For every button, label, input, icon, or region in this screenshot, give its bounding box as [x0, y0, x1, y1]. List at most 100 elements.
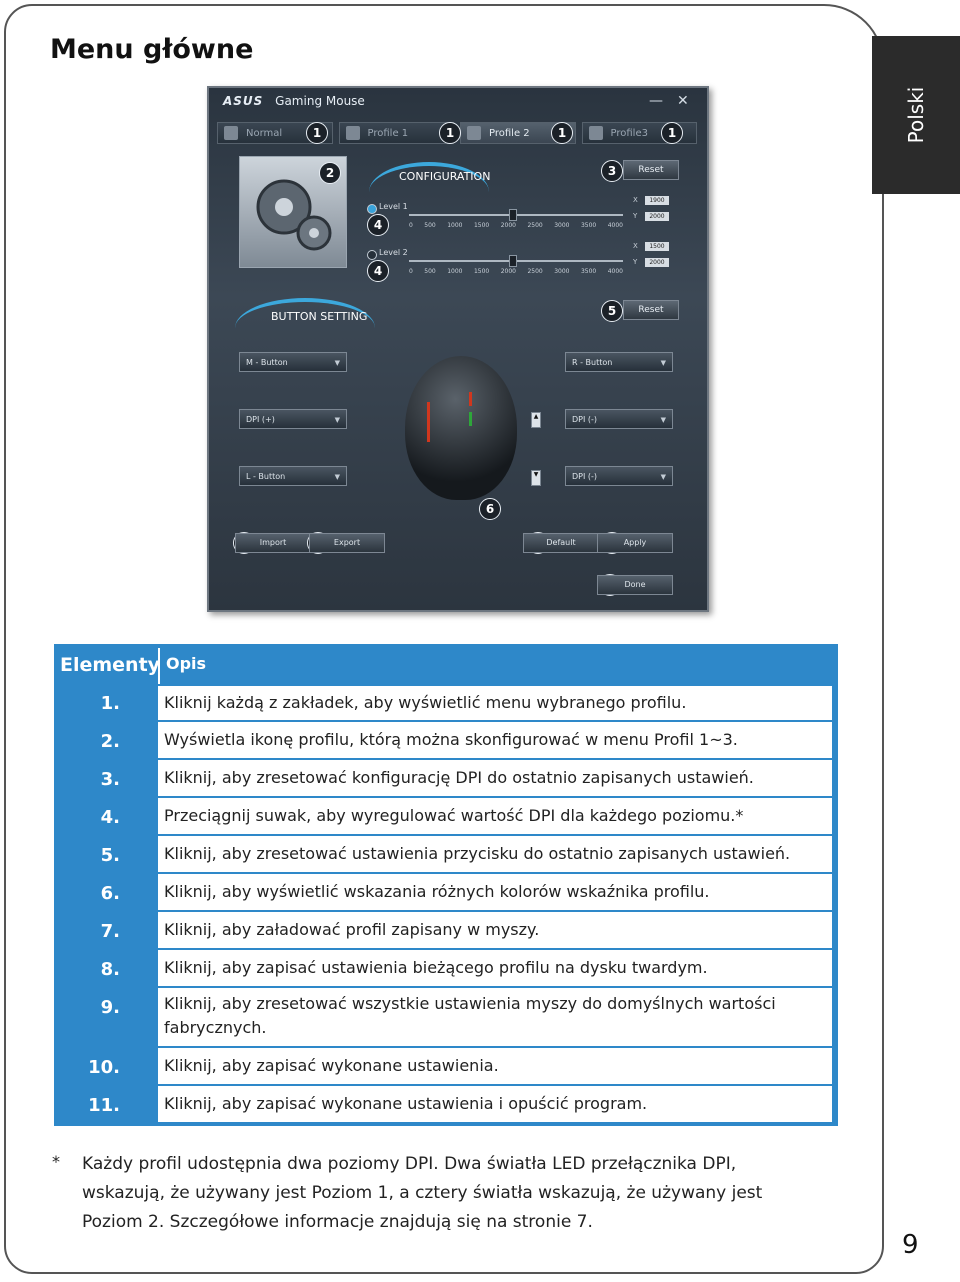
row-description: Kliknij, aby zapisać wykonane ustawienia… — [158, 1048, 832, 1084]
tab-label: Profile3 — [610, 127, 648, 139]
dropdown-value: DPI (+) — [246, 415, 275, 424]
tab-normal[interactable]: Normal — [217, 122, 333, 144]
level-2-slider-thumb[interactable] — [509, 255, 517, 267]
column-header-description: Opis — [166, 654, 207, 673]
level-1-slider-thumb[interactable] — [509, 209, 517, 221]
chevron-down-icon: ▼ — [334, 359, 340, 367]
level-2-x-value[interactable]: 1500 — [645, 242, 669, 251]
marker-2: 2 — [319, 162, 341, 184]
tab-label: Normal — [246, 127, 283, 139]
level-2-y-value[interactable]: 2000 — [645, 258, 669, 267]
marker-4: 4 — [367, 260, 389, 282]
export-button[interactable]: Export — [309, 533, 385, 553]
row-description: Kliknij, aby zresetować konfigurację DPI… — [158, 760, 832, 796]
brand-logo: ASUS — [223, 94, 264, 108]
x-label: X — [633, 242, 638, 250]
profile-icon — [588, 126, 603, 140]
configuration-label: CONFIGURATION — [399, 170, 491, 183]
footnote-marker: * — [52, 1152, 60, 1171]
row-number: 9. — [54, 988, 156, 1046]
row-number: 8. — [54, 950, 156, 986]
table-row: 3. Kliknij, aby zresetować konfigurację … — [54, 760, 838, 796]
dropdown-value: M - Button — [246, 358, 288, 367]
row-description: Kliknij, aby zapisać ustawienia bieżąceg… — [158, 950, 832, 986]
row-description: Kliknij, aby zresetować wszystkie ustawi… — [158, 988, 832, 1046]
dropdown-value: R - Button — [572, 358, 613, 367]
level-1-radio[interactable] — [367, 204, 377, 214]
row-number: 3. — [54, 760, 156, 796]
row-description: Kliknij, aby zresetować ustawienia przyc… — [158, 836, 832, 872]
dropdown-value: DPI (-) — [572, 415, 598, 424]
default-button[interactable]: Default — [523, 533, 599, 553]
config-reset-button[interactable]: Reset — [623, 160, 679, 180]
level-1-x-value[interactable]: 1900 — [645, 196, 669, 205]
dpi-minus-dropdown[interactable]: DPI (-)▼ — [565, 409, 673, 429]
page-title: Menu główne — [50, 34, 254, 65]
app-titlebar: ASUS Gaming Mouse — [223, 94, 365, 108]
chevron-down-icon: ▼ — [660, 473, 666, 481]
level-2-radio[interactable] — [367, 250, 377, 260]
marker-1: 1 — [551, 122, 573, 144]
level-2-label: Level 2 — [379, 248, 408, 257]
marker-6: 6 — [479, 498, 501, 520]
apply-button[interactable]: Apply — [597, 533, 673, 553]
close-button[interactable]: ✕ — [677, 93, 689, 109]
language-tab: Polski — [872, 36, 960, 194]
led-stripe — [427, 402, 430, 442]
row-number: 2. — [54, 722, 156, 758]
swoosh-decoration — [235, 298, 375, 328]
chevron-down-icon: ▼ — [660, 359, 666, 367]
import-button[interactable]: Import — [235, 533, 311, 553]
table-row: 1. Kliknij każdą z zakładek, aby wyświet… — [54, 686, 838, 720]
chevron-down-icon: ▼ — [334, 473, 340, 481]
row-number: 10. — [54, 1048, 156, 1084]
level-1-label: Level 1 — [379, 202, 408, 211]
done-button[interactable]: Done — [597, 575, 673, 595]
dpi-plus-dropdown[interactable]: DPI (+) ▼ — [239, 409, 347, 429]
row-description: Kliknij, aby wyświetlić wskazania różnyc… — [158, 874, 832, 910]
level-1-y-value[interactable]: 2000 — [645, 212, 669, 221]
minimize-button[interactable]: — — [649, 93, 663, 109]
row-number: 5. — [54, 836, 156, 872]
dropdown-value: L - Button — [246, 472, 286, 481]
profile-icon — [467, 126, 481, 140]
row-number: 4. — [54, 798, 156, 834]
marker-4: 4 — [367, 214, 389, 236]
row-description: Kliknij każdą z zakładek, aby wyświetlić… — [158, 686, 832, 720]
row-number: 11. — [54, 1086, 156, 1122]
table-row: 7. Kliknij, aby załadować profil zapisan… — [54, 912, 838, 948]
tab-profile-1[interactable]: Profile 1 — [338, 122, 454, 144]
r-button-dropdown[interactable]: R - Button ▼ — [565, 352, 673, 372]
app-window: ASUS Gaming Mouse — ✕ Normal Profile 1 P… — [207, 86, 709, 612]
profile-icon — [224, 126, 238, 140]
row-number: 7. — [54, 912, 156, 948]
marker-1: 1 — [439, 122, 461, 144]
x-label: X — [633, 196, 638, 204]
y-label: Y — [633, 258, 638, 266]
dpi-minus-dropdown-2[interactable]: DPI (-)▼ — [565, 466, 673, 486]
language-label: Polski — [904, 86, 928, 144]
table-row: 8. Kliknij, aby zapisać ustawienia bieżą… — [54, 950, 838, 986]
l-button-dropdown[interactable]: L - Button ▼ — [239, 466, 347, 486]
mouse-image — [405, 356, 517, 500]
column-header-elements: Elementy — [60, 654, 161, 676]
table-row: 9. Kliknij, aby zresetować wszystkie ust… — [54, 988, 838, 1046]
marker-1: 1 — [306, 122, 328, 144]
dpi-switch-icon: ▲ — [531, 412, 541, 428]
button-reset-button[interactable]: Reset — [623, 300, 679, 320]
tab-label: Profile 1 — [367, 127, 409, 139]
row-number: 6. — [54, 874, 156, 910]
chevron-down-icon: ▼ — [334, 416, 340, 424]
footnote-text: Każdy profil udostępnia dwa poziomy DPI.… — [82, 1154, 763, 1232]
page-number: 9 — [902, 1230, 919, 1260]
m-button-dropdown[interactable]: M - Button ▼ — [239, 352, 347, 372]
table-header: Elementy Opis — [54, 644, 838, 684]
tab-profile-2[interactable]: Profile 2 — [460, 122, 576, 144]
row-description: Kliknij, aby zapisać wykonane ustawienia… — [158, 1086, 832, 1122]
table-row: 11. Kliknij, aby zapisać wykonane ustawi… — [54, 1086, 838, 1122]
table-row: 4. Przeciągnij suwak, aby wyregulować wa… — [54, 798, 838, 834]
marker-5: 5 — [601, 300, 623, 322]
swoosh-decoration — [369, 162, 489, 192]
